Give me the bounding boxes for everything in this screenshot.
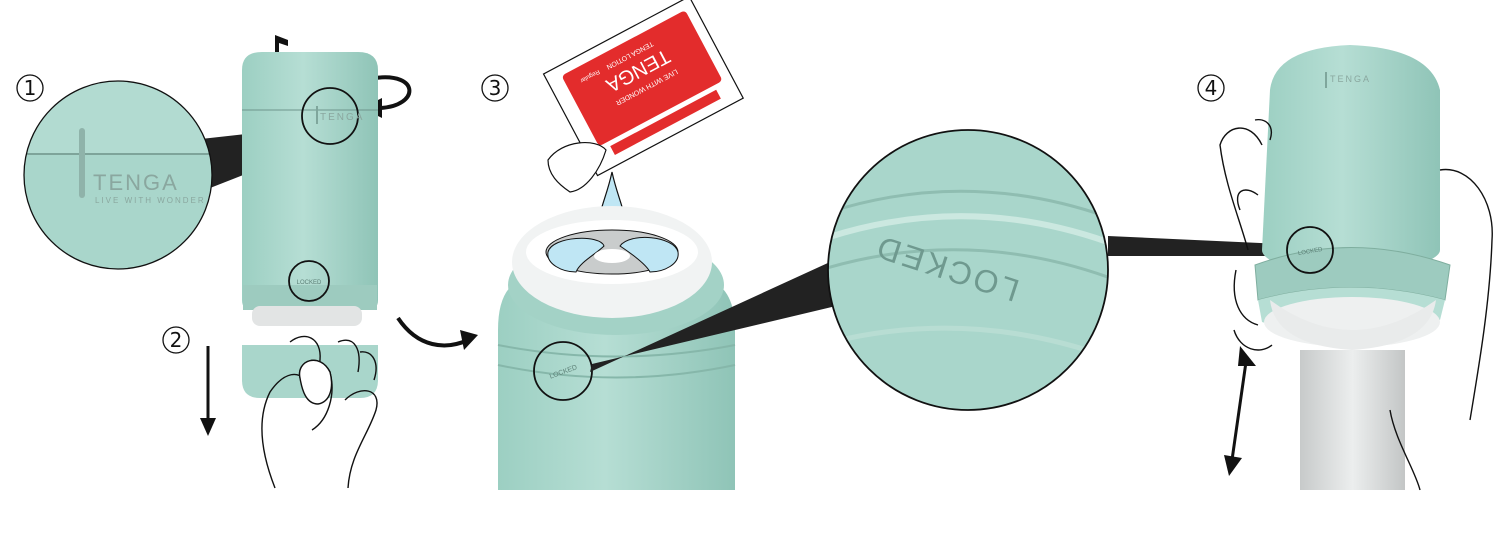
device-locked-label: LOCKED (297, 280, 322, 286)
device-step-4: TENGA LOCKED (1254, 45, 1451, 350)
packet-torn-corner (547, 142, 607, 193)
step-4: 4 TENGA LOCKED (1108, 45, 1493, 491)
brand-logo: TENGA (93, 170, 179, 195)
rod (1300, 350, 1405, 490)
thumb (298, 359, 333, 405)
device-step-1: TENGA LOCKED (242, 52, 378, 326)
step-2-number: 2 (162, 326, 190, 354)
step-3-number: 3 (481, 74, 509, 102)
step-1-label: 1 (24, 76, 37, 100)
down-arrow-icon (200, 346, 216, 436)
device-step-3: LOCKED (497, 206, 736, 490)
step-1-number: 1 (16, 74, 44, 102)
transition-arrow-icon (396, 316, 478, 350)
step-2-label: 2 (170, 328, 183, 352)
hand-outline-4 (1219, 118, 1493, 491)
callout-wedge-4 (1108, 236, 1286, 256)
lotion-packet: TENGA LIVE WITH WONDER TENGA LOTION Regu… (542, 0, 745, 177)
step-4-number: 4 (1197, 74, 1225, 102)
device-logo: TENGA (320, 112, 364, 123)
step-3-label: 3 (489, 76, 502, 100)
device4-locked-label: LOCKED (1298, 247, 1324, 257)
step-3: 3 TENGA LIVE WITH WONDER TENGA LOTION Re… (481, 0, 1109, 490)
device4-logo: TENGA (1330, 74, 1371, 84)
magnified-locked-view: LOCKED (827, 129, 1109, 411)
step-4-label: 4 (1205, 76, 1218, 100)
step-1: 1 TENGA LIVE WITH WONDER (16, 35, 412, 326)
brand-tagline: LIVE WITH WONDER (95, 196, 206, 205)
step-2: 2 (162, 326, 378, 489)
magnified-logo-view: TENGA LIVE WITH WONDER (23, 80, 213, 270)
double-arrow-icon (1224, 346, 1256, 476)
callout-wedge-3 (590, 262, 836, 372)
